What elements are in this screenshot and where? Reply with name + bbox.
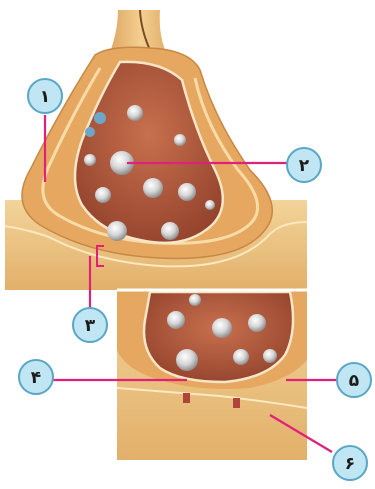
vesicle bbox=[212, 318, 232, 338]
vesicle bbox=[167, 311, 185, 329]
label-1-text: ۱ bbox=[40, 87, 50, 107]
label-4-text: ۴ bbox=[31, 368, 41, 388]
vesicle bbox=[127, 105, 143, 121]
vesicle bbox=[189, 294, 201, 306]
vesicle bbox=[94, 112, 106, 124]
vesicle bbox=[161, 222, 179, 240]
receptor bbox=[233, 398, 240, 408]
label-6: ۶ bbox=[333, 446, 367, 480]
vesicle bbox=[107, 221, 127, 241]
label-5: ۵ bbox=[337, 363, 371, 397]
top-panel bbox=[5, 10, 307, 290]
vesicle bbox=[95, 187, 111, 203]
vesicle bbox=[143, 178, 163, 198]
bottom-panel bbox=[117, 290, 307, 460]
label-2-text: ۲ bbox=[299, 156, 310, 176]
label-5-text: ۵ bbox=[349, 371, 359, 391]
label-4: ۴ bbox=[19, 360, 53, 394]
vesicle bbox=[263, 349, 277, 363]
vesicle bbox=[176, 349, 198, 371]
label-6-text: ۶ bbox=[345, 454, 355, 474]
label-2: ۲ bbox=[287, 148, 321, 182]
vesicle bbox=[85, 127, 95, 137]
vesicle bbox=[178, 183, 196, 201]
label-3: ۳ bbox=[73, 308, 107, 342]
vesicle bbox=[174, 134, 186, 146]
label-3-text: ۳ bbox=[85, 316, 96, 336]
label-1: ۱ bbox=[28, 79, 62, 113]
vesicle bbox=[84, 154, 96, 166]
vesicle bbox=[205, 200, 215, 210]
vesicle bbox=[248, 314, 266, 332]
vesicle bbox=[233, 349, 249, 365]
receptor bbox=[183, 393, 190, 403]
